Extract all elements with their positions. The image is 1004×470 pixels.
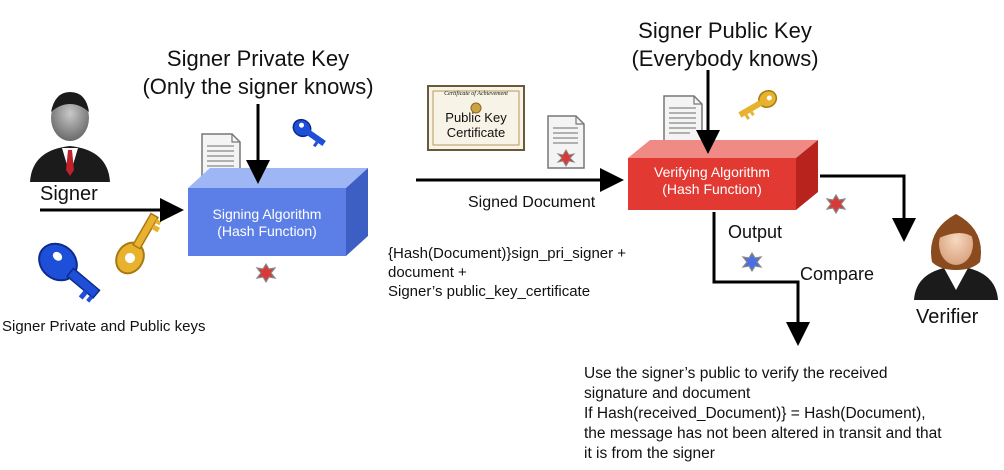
signer-key-pair-icon (38, 212, 162, 303)
certificate-line1: Public Key (445, 109, 507, 125)
output-compare-arrow (712, 212, 810, 346)
received-seal-icon (825, 193, 847, 215)
payload-line: document + (388, 264, 467, 281)
private-key-title: Signer Private Key (166, 46, 350, 71)
public-key-title: Signer Public Key (638, 18, 812, 43)
signing-box-line2: (Hash Function) (217, 222, 317, 239)
verifier-document-icon (663, 95, 703, 145)
signer-person-icon (30, 92, 110, 182)
public-key-certificate-image (427, 85, 525, 151)
signer-keys-caption: Signer Private and Public keys (2, 318, 206, 335)
verifier-person-icon (914, 214, 998, 300)
signer-label: Signer (40, 183, 98, 205)
signing-algorithm-box (188, 168, 368, 256)
note-line: If Hash(received_Document)} = Hash(Docum… (584, 405, 926, 422)
flow-arrows (40, 70, 916, 346)
note-line: it is from the signer (584, 445, 715, 462)
verifier-label: Verifier (916, 306, 979, 328)
note-line: signature and document (584, 385, 751, 402)
payload-line: Signer’s public_key_certificate (388, 283, 591, 300)
to-verifier-arrow (820, 174, 916, 242)
signing-box-line1: Signing Algorithm (212, 206, 322, 222)
signed-document-label: Signed Document (468, 194, 596, 211)
signing-box-label: Signing Algorithm (Hash Function) (188, 206, 346, 240)
private-key-icon (292, 118, 326, 148)
note-line: Use the signer’s public to verify the re… (584, 365, 888, 382)
public-key-subtitle: (Everybody knows) (631, 46, 819, 71)
note-line: the message has not been altered in tran… (584, 425, 942, 442)
verifying-box-line2: (Hash Function) (662, 180, 762, 197)
signed-payload: {Hash(Document)}sign_pri_signer + docume… (388, 244, 626, 301)
output-label: Output (728, 222, 783, 242)
verifying-box-line1: Verifying Algorithm (654, 164, 770, 180)
verifying-algorithm-box (628, 140, 818, 210)
public-key-icon (738, 89, 778, 120)
verification-note: Use the signer’s public to verify the re… (584, 364, 942, 464)
signature-seal-icon (255, 262, 277, 284)
compare-label: Compare (800, 264, 875, 284)
certificate-line2: Certificate (446, 124, 506, 140)
computed-hash-seal-icon (741, 251, 763, 273)
certificate-label: Certificate of Achievement Public Key Ce… (428, 86, 524, 141)
signed-document-icon (547, 115, 585, 169)
payload-line: {Hash(Document)}sign_pri_signer + (388, 245, 627, 262)
private-key-subtitle: (Only the signer knows) (142, 74, 374, 99)
certificate-header: Certificate of Achievement (444, 91, 508, 97)
verifying-box-label: Verifying Algorithm (Hash Function) (628, 164, 796, 198)
